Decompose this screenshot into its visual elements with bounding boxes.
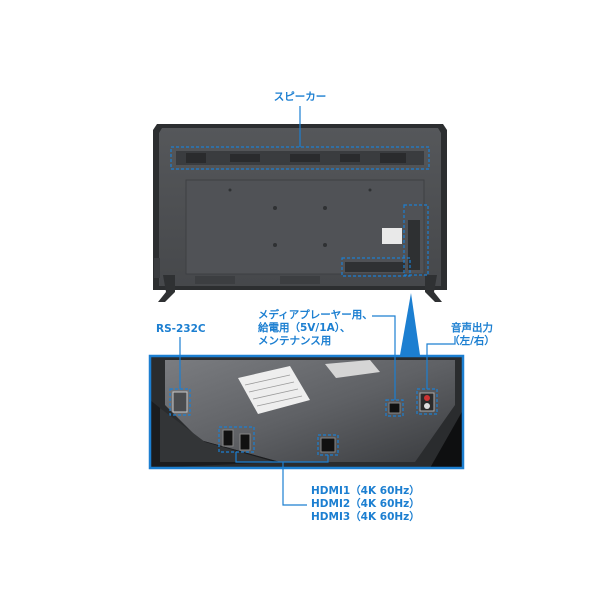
usb-port (388, 402, 401, 414)
usb-port-label: メディアプレーヤー用、 給電用（5V/1A）、 メンテナンス用 (258, 309, 373, 348)
closeup-panel (148, 354, 465, 470)
rs232c-port (172, 391, 188, 413)
speaker-label: スピーカー (273, 91, 327, 103)
usb-port-label-line1: メディアプレーヤー用、 (258, 309, 373, 321)
audio-out-label-line2: （左/右） (449, 335, 495, 347)
audio-out-label: 音声出力 （左/右） (440, 322, 504, 348)
hdmi2-port (239, 433, 251, 451)
zoom-pointer (400, 293, 420, 355)
rs232c-label: RS-232C (156, 323, 206, 335)
usb-port-label-line3: メンテナンス用 (258, 335, 332, 347)
bottom-terminal-highlight (341, 257, 411, 277)
audio-out-label-line1: 音声出力 (451, 322, 493, 334)
hdmi3-port (320, 437, 336, 453)
usb-port-label-line2: 給電用（5V/1A）、 (258, 322, 351, 334)
hdmi1-label: HDMI1（4K 60Hz） (311, 485, 420, 497)
audio-port (419, 392, 435, 412)
hdmi-label: HDMI1（4K 60Hz） HDMI2（4K 60Hz） HDMI3（4K 6… (311, 485, 420, 524)
hdmi2-label: HDMI2（4K 60Hz） (311, 498, 420, 510)
hdmi1-port (222, 429, 234, 447)
terminal-highlight (403, 204, 429, 276)
hdmi3-label: HDMI3（4K 60Hz） (311, 511, 420, 523)
tv-back-panel (153, 124, 447, 302)
